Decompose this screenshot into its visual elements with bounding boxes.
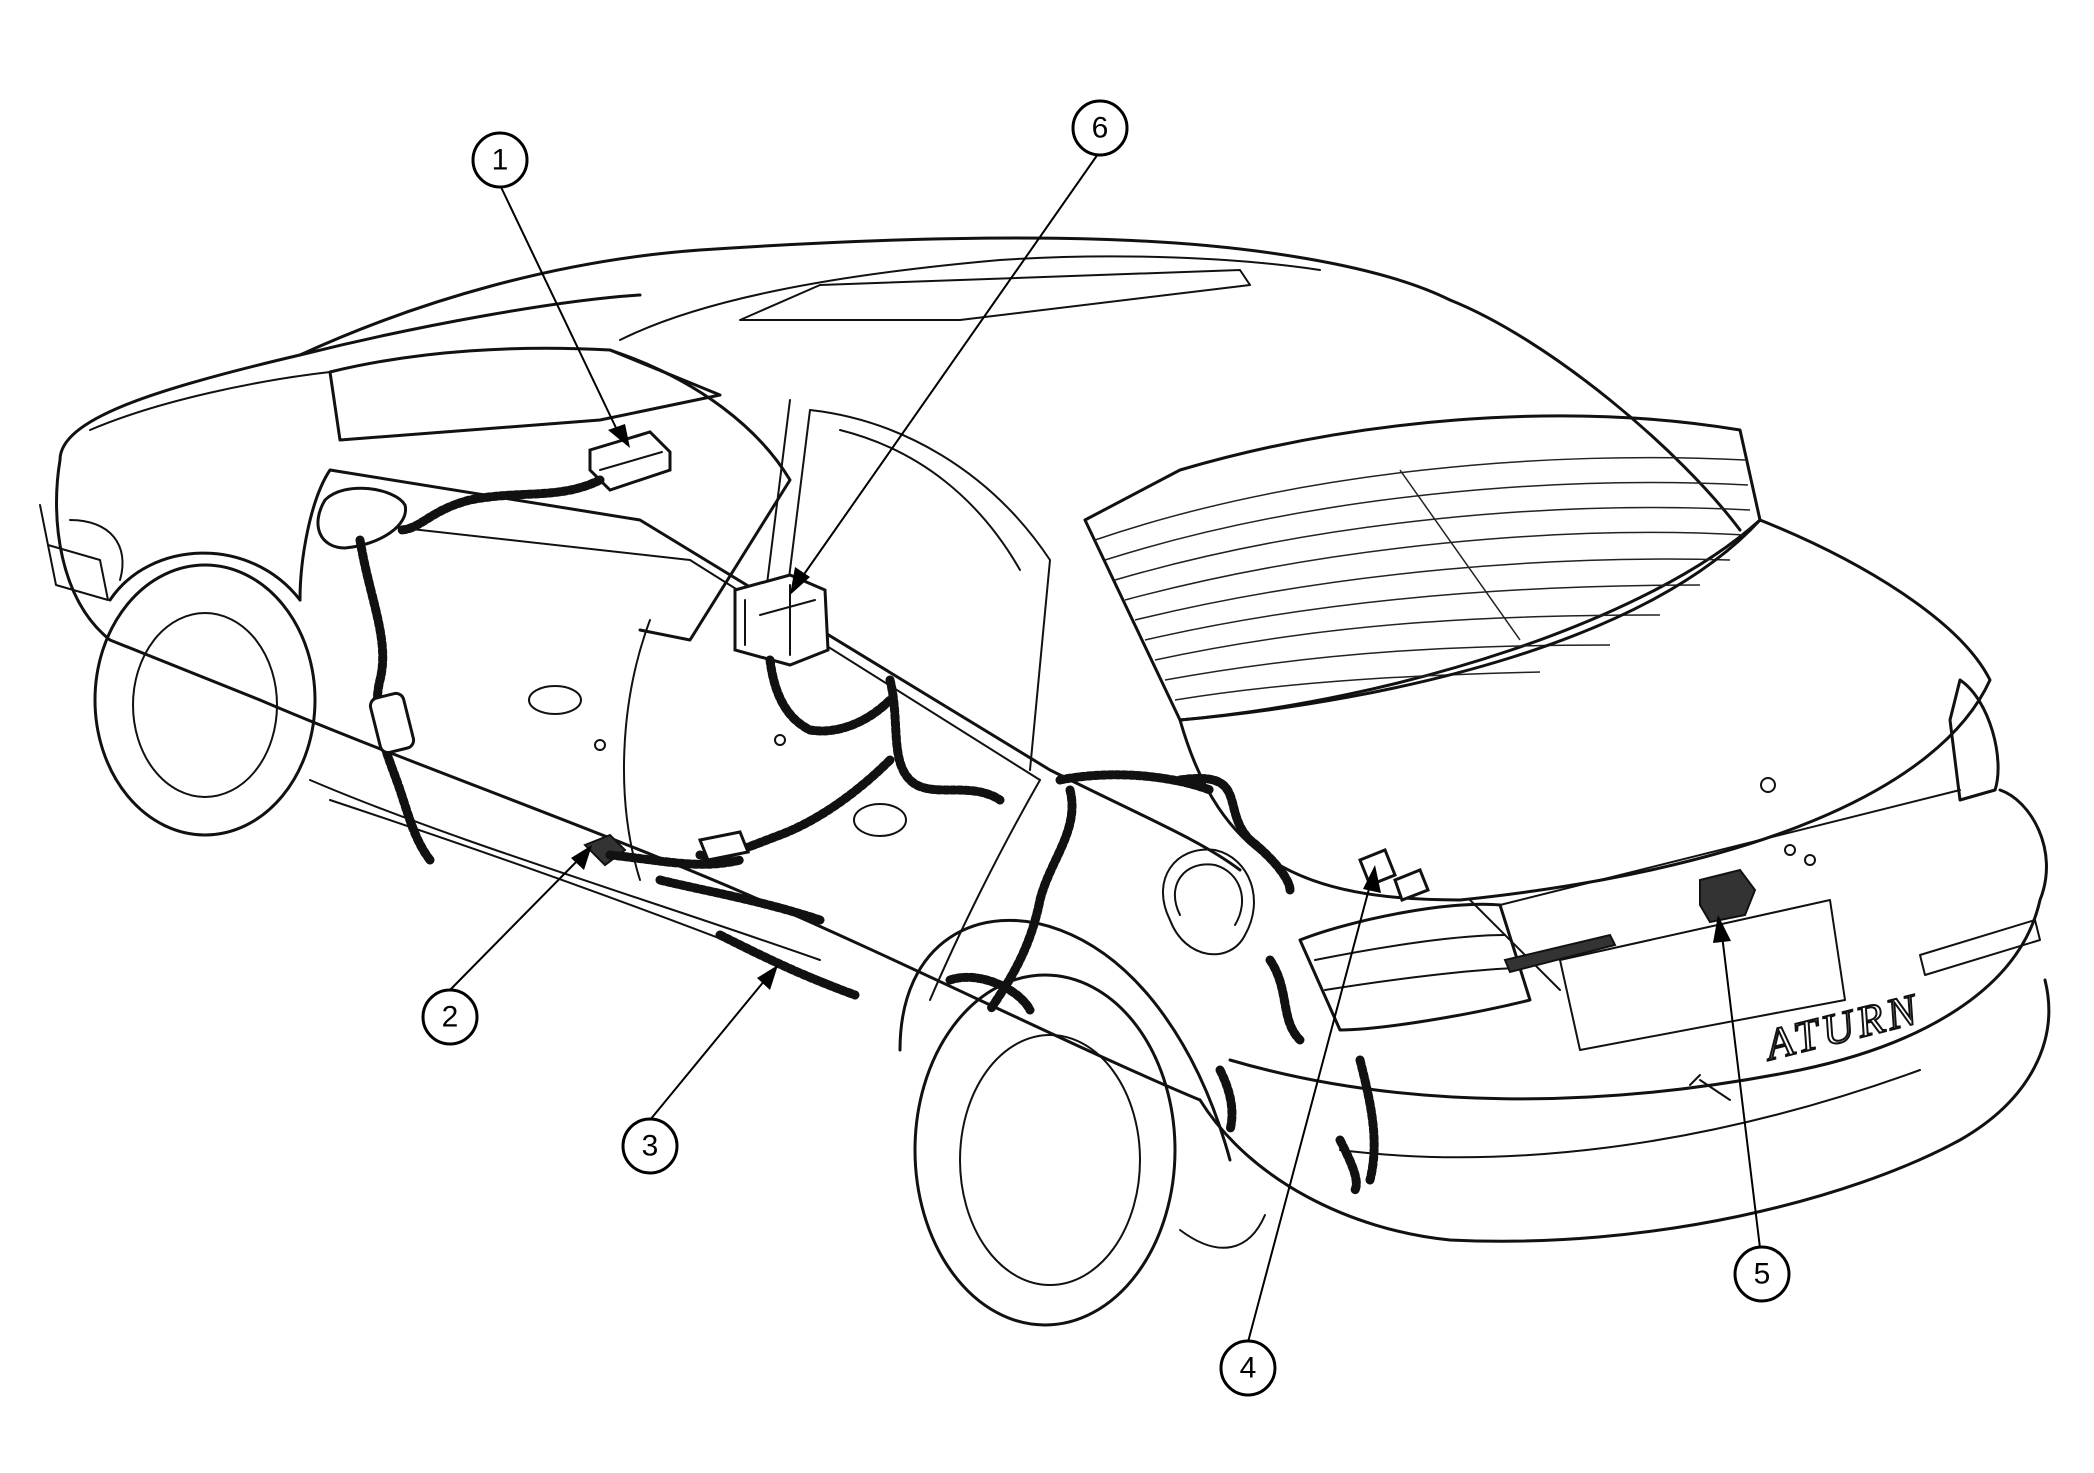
callout-2-label: 2 xyxy=(442,1001,459,1034)
callout-1-circle xyxy=(471,131,529,189)
callout-4: 4 xyxy=(1219,865,1381,1397)
callout-2-circle xyxy=(421,988,479,1046)
callout-5-label: 5 xyxy=(1754,1258,1771,1291)
callout-1-label: 1 xyxy=(492,144,509,177)
callout-5: 5 xyxy=(1713,915,1791,1303)
wiring-harness xyxy=(316,430,1757,1195)
callout-3-label: 3 xyxy=(642,1130,659,1163)
callout-6-circle xyxy=(1071,99,1129,157)
component-3-sill-harness xyxy=(715,930,860,1000)
callout-6: 6 xyxy=(790,99,1129,595)
callout-6-label: 6 xyxy=(1092,112,1109,145)
component-6-module xyxy=(733,573,830,667)
side-mirror xyxy=(316,486,407,550)
component-2-connector xyxy=(583,833,627,867)
callout-4-circle xyxy=(1219,1339,1277,1397)
car-body: ATURN xyxy=(39,236,2051,1327)
callout-1: 1 xyxy=(471,131,630,448)
callout-4-label: 4 xyxy=(1240,1352,1257,1385)
component-5-connector xyxy=(1699,868,1757,924)
callout-5-circle xyxy=(1733,1245,1791,1303)
component-4-connector xyxy=(1358,848,1397,887)
callout-3: 3 xyxy=(621,965,778,1175)
callouts: 1 2 3 4 5 xyxy=(421,99,1791,1397)
callout-2: 2 xyxy=(421,845,592,1046)
brand-badge-text: ATURN xyxy=(1758,984,1926,1070)
callout-3-circle xyxy=(621,1117,679,1175)
